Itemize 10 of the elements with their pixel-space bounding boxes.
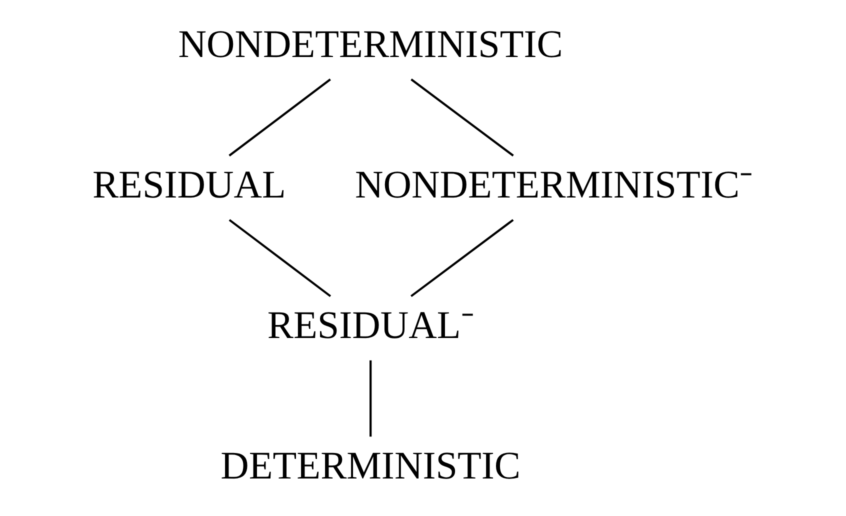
- connector: [369, 360, 372, 437]
- node-text: DETERMINISTIC: [220, 444, 520, 488]
- connector: [228, 78, 330, 156]
- connector: [410, 219, 514, 298]
- node-text: NONDETERMINISTIC⁻: [354, 164, 752, 207]
- node-text: RESIDUAL: [92, 164, 286, 207]
- connector: [228, 219, 331, 298]
- node-text: RESIDUAL⁻: [266, 304, 474, 348]
- connector: [410, 78, 514, 157]
- node-text: NONDETERMINISTIC: [178, 23, 562, 66]
